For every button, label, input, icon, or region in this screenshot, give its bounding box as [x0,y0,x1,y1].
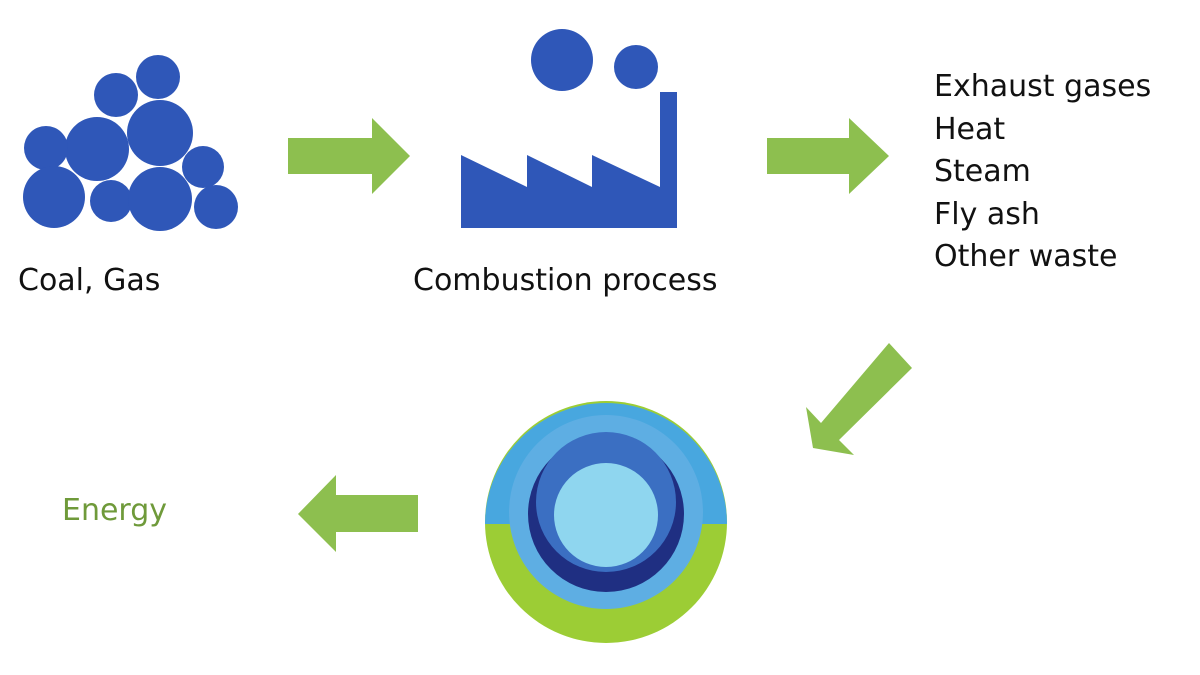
output-exhaust-gases: Exhaust gases [934,69,1152,104]
output-steam: Steam [934,154,1031,189]
coal-gas-icon [23,55,238,231]
output-fly-ash: Fly ash [934,196,1040,232]
output-heat: Heat [934,111,1006,147]
combustion-outputs-list: Exhaust gases Heat Steam Fly ash Other w… [934,66,1151,279]
arrow-left [298,475,418,552]
coal-gas-label: Coal, Gas [18,263,161,298]
arrow-right-1 [288,118,410,194]
energy-label: Energy [62,493,168,528]
factory-icon [461,29,677,228]
output-other-waste: Other waste [934,239,1118,274]
arrow-down-left [806,343,912,455]
arrow-right-2 [767,118,889,194]
combustion-process-label: Combustion process [413,263,718,298]
energy-sphere-icon [485,401,727,643]
